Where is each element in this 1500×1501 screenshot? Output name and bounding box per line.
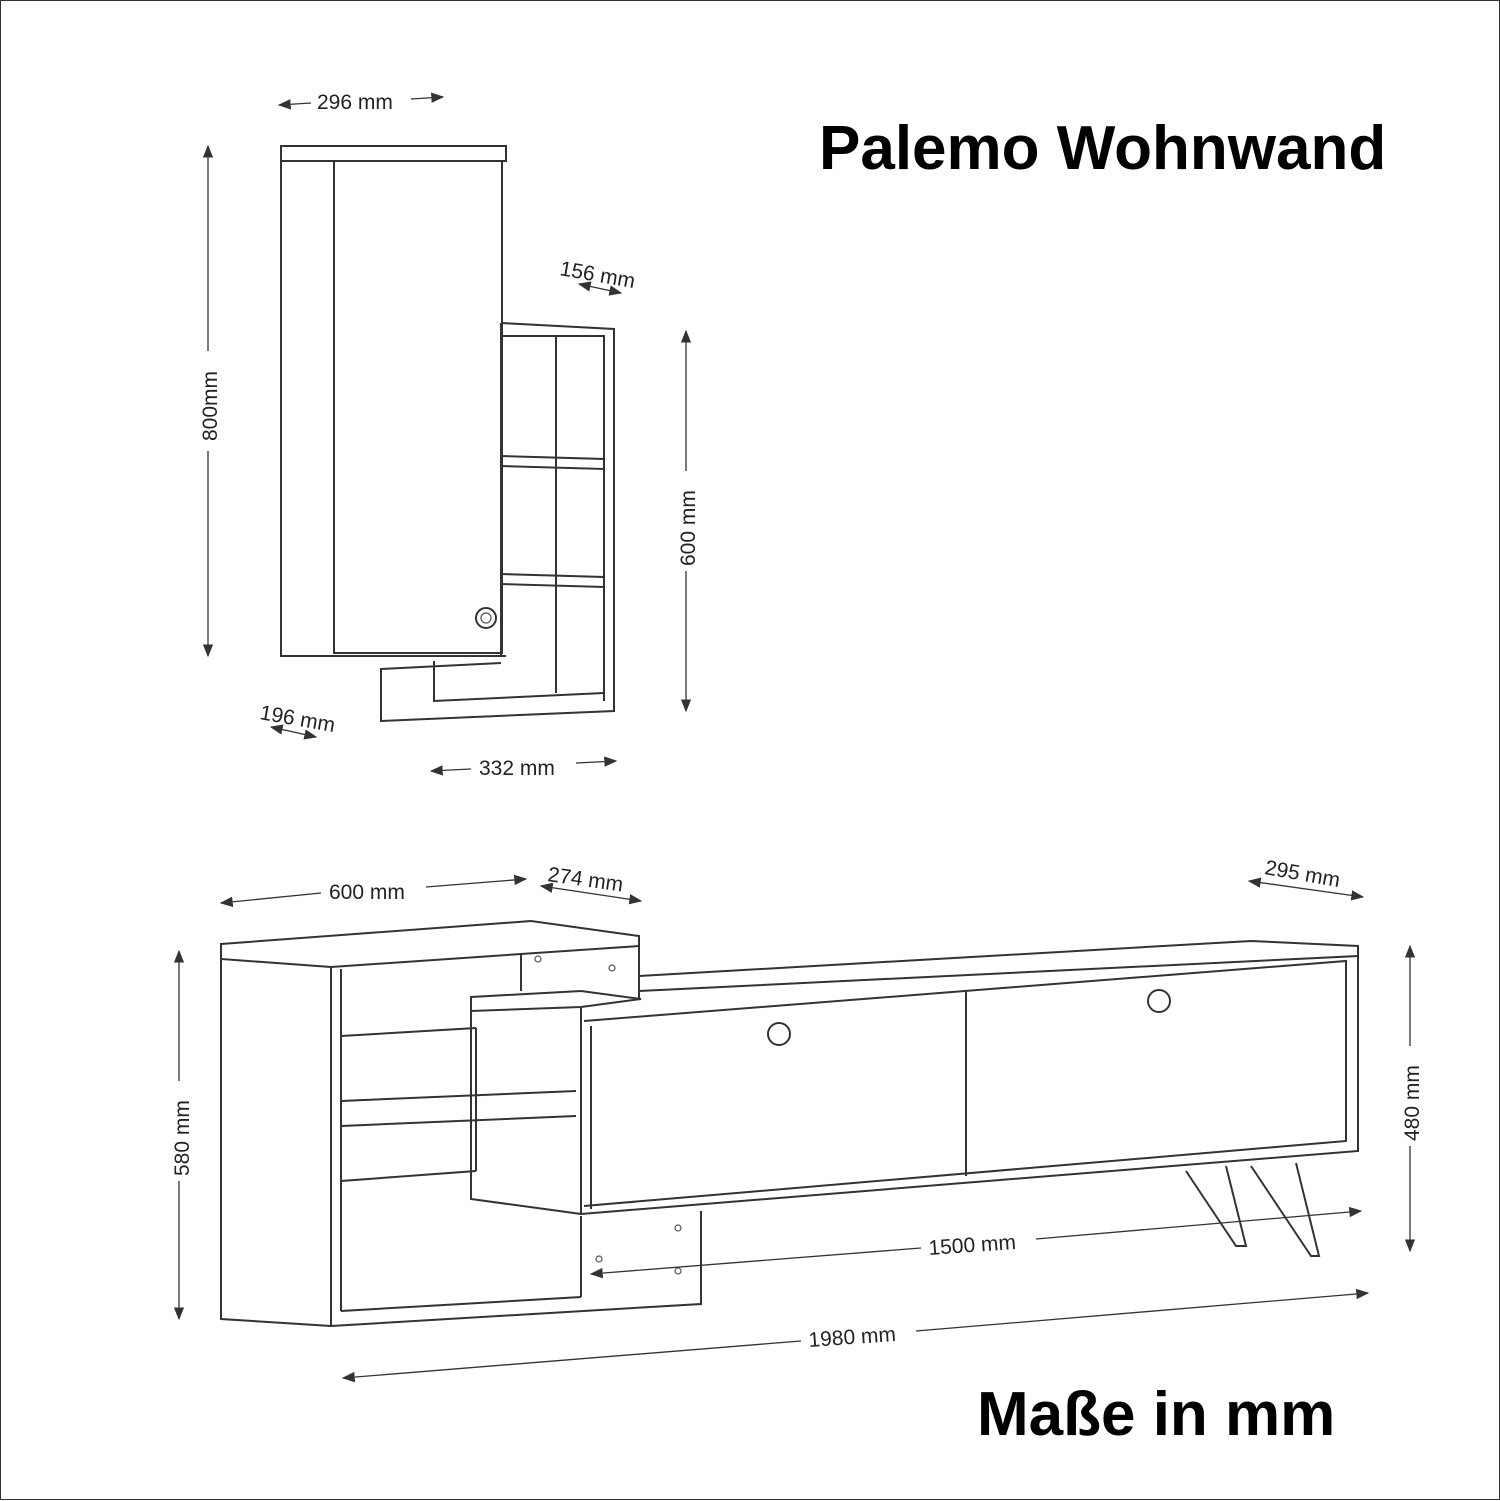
wall-cabinet-depth-label: 196 mm (258, 701, 337, 737)
wall-cabinet-height-label: 800mm (199, 371, 222, 441)
side-unit (220, 919, 702, 1328)
knob-icon (1147, 989, 1171, 1013)
wall-shelf-height-label: 600 mm (677, 490, 700, 566)
wall-shelf (380, 322, 615, 723)
side-unit-height-label: 580 mm (171, 1100, 194, 1176)
wall-cabinet-width-label: 296 mm (317, 91, 393, 114)
tv-unit-depth-label: 295 mm (1263, 856, 1342, 892)
side-unit-width-label: 600 mm (329, 881, 405, 904)
tv-unit (470, 939, 1359, 1257)
drawing-title: Palemo Wohnwand (819, 114, 1387, 183)
wall-shelf-width-label: 332 mm (479, 757, 555, 780)
knob-icon (767, 1022, 791, 1046)
tv-unit-width-label: 1500 mm (928, 1231, 1017, 1260)
knob-icon (475, 607, 497, 629)
wall-cabinet (280, 145, 507, 657)
units-note: Maße in mm (977, 1380, 1336, 1449)
dim-arrow (277, 99, 312, 110)
side-unit-depth-label: 274 mm (546, 863, 624, 896)
total-width-label: 1980 mm (808, 1323, 897, 1352)
tv-unit-height-label: 480 mm (1401, 1065, 1424, 1141)
